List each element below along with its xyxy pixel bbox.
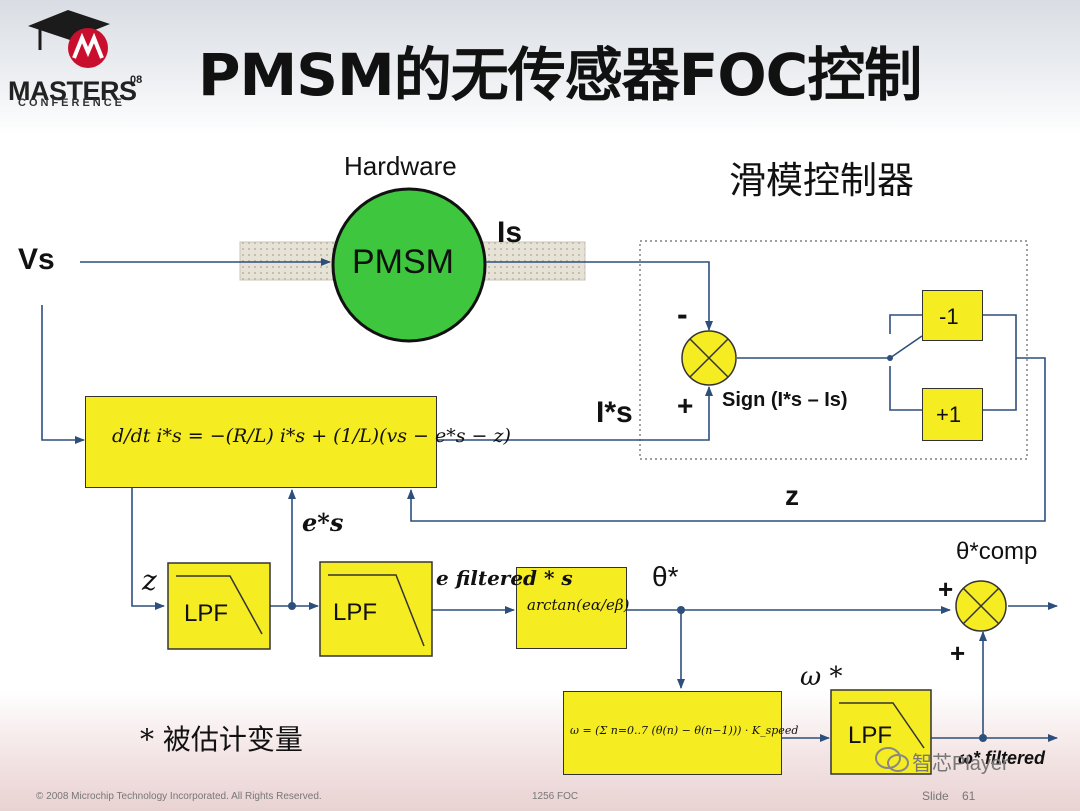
logo-mortarboard-icon bbox=[28, 10, 110, 68]
summing-junction-theta bbox=[955, 580, 1007, 632]
pmsm-label: PMSM bbox=[352, 243, 454, 281]
plus-sign-theta: + bbox=[938, 574, 954, 604]
arctan-equation: arctan(eα/eβ) bbox=[527, 596, 630, 614]
observer-block: d/dt i*s = −(R/L) i*s + (1/L)(vs − e*s −… bbox=[85, 396, 511, 488]
header-band bbox=[0, 0, 1080, 135]
es-label: e*s bbox=[302, 508, 344, 537]
summing-junction-current bbox=[681, 330, 737, 386]
gain-pos-label: +1 bbox=[936, 402, 962, 427]
estimated-note: * 被估计变量 bbox=[140, 723, 303, 756]
speed-calc-block: ω = (Σ n=0..7 (θ(n) − θ(n−1))) · K_speed bbox=[563, 691, 798, 775]
z-feedback-label: z bbox=[785, 480, 799, 511]
arctan-block: arctan(eα/eβ) bbox=[516, 567, 630, 649]
lpf-box-3 bbox=[830, 689, 932, 775]
gain-pos-block: +1 bbox=[922, 388, 983, 441]
lpf-label-3: LPF bbox=[848, 722, 893, 749]
pmsm-motor-circle bbox=[331, 187, 487, 343]
z-label: z bbox=[142, 564, 157, 597]
omega-label: ω * bbox=[800, 662, 843, 692]
vs-label: Vs bbox=[18, 243, 55, 276]
estimated-current-label: I*s bbox=[596, 396, 633, 429]
minus-sign: - bbox=[677, 296, 688, 332]
smc-boundary bbox=[639, 240, 1028, 460]
hardware-label: Hardware bbox=[344, 151, 457, 181]
gain-neg-label: -1 bbox=[939, 304, 959, 329]
slide-label: Slide bbox=[922, 789, 949, 803]
slide-number: 61 bbox=[962, 789, 976, 803]
smc-title: 滑模控制器 bbox=[729, 159, 914, 202]
omega-filtered-label: ω* filtered bbox=[958, 748, 1046, 768]
logo-subtitle: CONFERENCE bbox=[18, 97, 126, 109]
plus-sign-omega: + bbox=[950, 638, 966, 668]
theta-comp-label: θ*comp bbox=[956, 538, 1038, 565]
sign-label: Sign (I*s – Is) bbox=[722, 389, 848, 411]
gain-neg-block: -1 bbox=[922, 290, 983, 341]
logo-wordmark: MASTERS bbox=[8, 76, 137, 106]
logo-year: 08 bbox=[130, 74, 143, 86]
plus-sign-current: + bbox=[677, 390, 694, 421]
copyright-text: © 2008 Microchip Technology Incorporated… bbox=[36, 791, 322, 802]
observer-equation: d/dt i*s = −(R/L) i*s + (1/L)(vs − e*s −… bbox=[112, 425, 511, 447]
is-label: Is bbox=[497, 216, 523, 249]
course-code: 1256 FOC bbox=[532, 791, 579, 802]
lpf-box-2 bbox=[319, 561, 433, 657]
lpf-box-1 bbox=[167, 562, 271, 650]
slide-title: PMSM的无传感器FOC控制 bbox=[198, 41, 922, 109]
speed-equation: ω = (Σ n=0..7 (θ(n) − θ(n−1))) · K_speed bbox=[570, 724, 799, 737]
watermark-text: 智芯Player bbox=[912, 753, 1009, 775]
chat-bubble-icon bbox=[875, 747, 909, 772]
theta-label: θ* bbox=[652, 561, 679, 592]
lpf-label-1: LPF bbox=[184, 600, 229, 627]
lpf-label-2: LPF bbox=[333, 599, 378, 626]
efiltered-label: e filtered * s bbox=[436, 566, 573, 590]
